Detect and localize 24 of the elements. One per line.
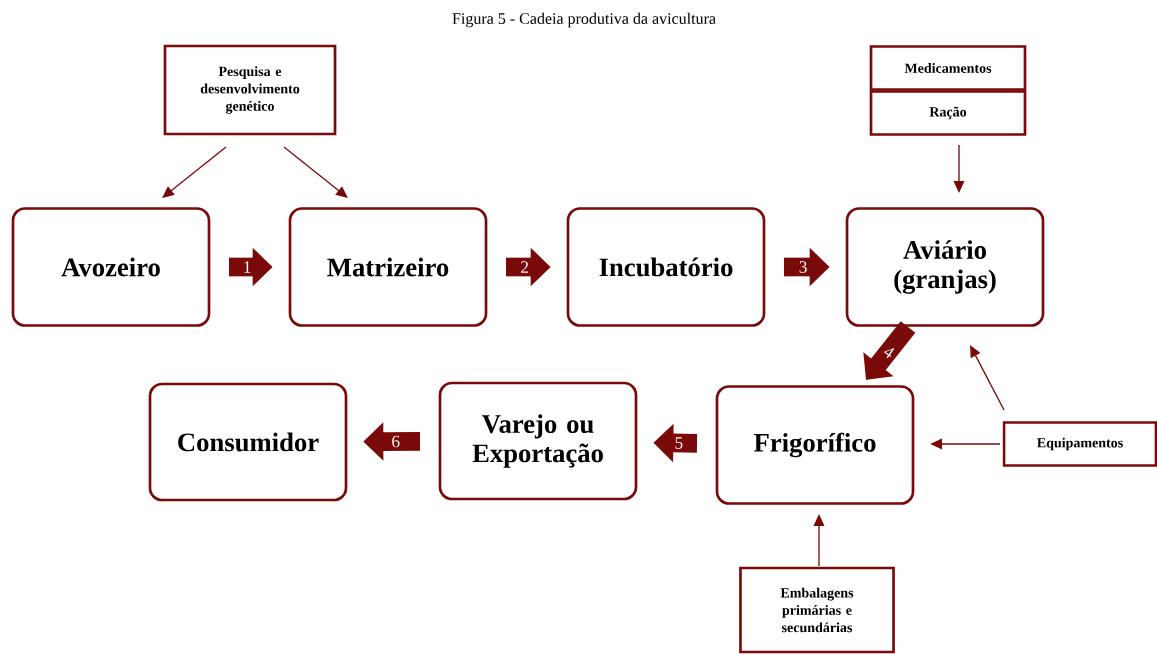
- arrow: [283, 146, 348, 198]
- arrow: [162, 146, 227, 198]
- input-box: Embalagens primárias e secundárias: [739, 566, 895, 654]
- figure-title: Figura 5 - Cadeia produtiva da avicultura: [452, 12, 716, 28]
- process-box: Varejo ou Exportação: [438, 381, 638, 501]
- step-number: 3: [799, 261, 807, 273]
- process-box: Avozeiro: [11, 207, 211, 327]
- input-box: Equipamentos: [1002, 421, 1157, 467]
- input-box: Medicamentos: [869, 45, 1027, 91]
- process-box: Frigorífico: [715, 385, 915, 505]
- step-number: 1: [244, 261, 251, 273]
- step-number: 6: [392, 435, 400, 448]
- step-number: 5: [675, 437, 683, 449]
- process-box: Incubatório: [566, 207, 766, 327]
- step-number: 2: [521, 261, 528, 273]
- step-number: 4: [883, 348, 895, 359]
- input-box: Pesquisa e desenvolvimento genético: [163, 44, 337, 136]
- input-box: Ração: [869, 90, 1027, 136]
- process-box: Consumidor: [148, 382, 348, 502]
- arrow: [970, 345, 1005, 411]
- process-box: Aviário (granjas): [845, 207, 1045, 327]
- block-arrow: [863, 321, 916, 380]
- process-box: Matrizeiro: [288, 207, 488, 327]
- arrow: [953, 144, 965, 193]
